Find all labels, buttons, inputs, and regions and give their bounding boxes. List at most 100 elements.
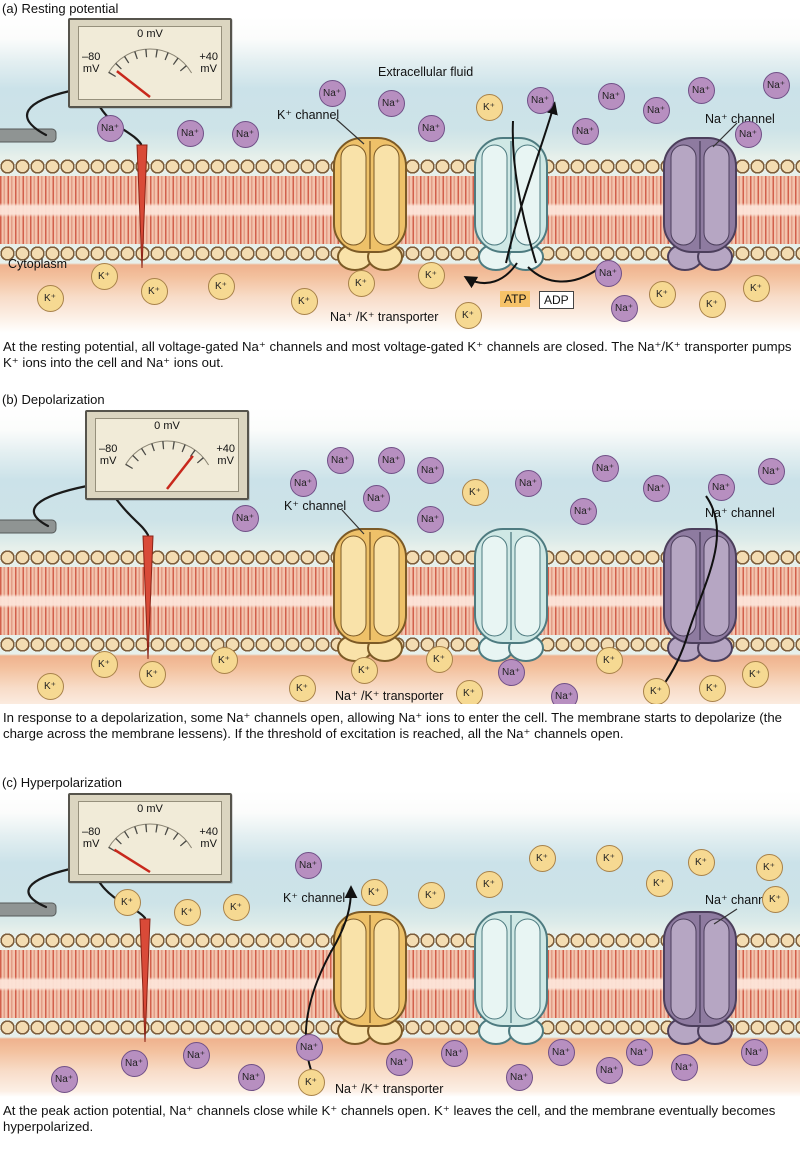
meter-max-value: +40: [199, 826, 218, 838]
panel-title-b: (b) Depolarization: [2, 392, 105, 407]
na-ion: Na⁺: [417, 114, 445, 142]
meter-needle: [166, 455, 194, 490]
na-ion: Na⁺: [547, 1038, 575, 1066]
na-ion: Na⁺: [231, 120, 259, 148]
na-ion: Na⁺: [416, 456, 444, 484]
na-ion: Na⁺: [642, 96, 670, 124]
na-ion: Na⁺: [595, 1056, 623, 1084]
k-ion: K⁺: [642, 677, 670, 704]
caption-a: At the resting potential, all voltage-ga…: [3, 339, 792, 371]
meter-needle: [113, 848, 151, 874]
k-ion: K⁺: [350, 656, 378, 684]
meter-unit: mV: [82, 63, 100, 75]
na-ion: Na⁺: [569, 497, 597, 525]
voltmeter-gauge: [107, 823, 193, 874]
meter-unit: mV: [217, 455, 234, 467]
panel-hyperpolarization: (c) Hyperpolarization: [0, 774, 800, 1151]
na-ion: Na⁺: [294, 851, 322, 879]
na-ion: Na⁺: [514, 469, 542, 497]
na-ion: Na⁺: [550, 682, 578, 704]
na-ion: Na⁺: [385, 1048, 413, 1076]
extracellular-fluid-label: Extracellular fluid: [378, 65, 474, 79]
na-ion: Na⁺: [96, 114, 124, 142]
k-ion: K⁺: [140, 277, 168, 305]
na-ion: Na⁺: [591, 454, 619, 482]
k-ion: K⁺: [698, 674, 726, 702]
k-ion: K⁺: [138, 660, 166, 688]
k-channel-label: K⁺ channel: [277, 108, 340, 122]
voltmeter-gauge: [124, 440, 210, 490]
k-ion: K⁺: [425, 645, 453, 673]
atp-label: ATP: [500, 291, 531, 307]
k-ion: K⁺: [755, 853, 783, 881]
transporter-shape: [474, 528, 548, 662]
k-ion: K⁺: [173, 898, 201, 926]
meter-min-value: –80: [82, 51, 101, 63]
k-ion: K⁺: [207, 272, 235, 300]
k-ion: K⁺: [761, 885, 789, 913]
k-ion: K⁺: [210, 646, 238, 674]
na-ion: Na⁺: [120, 1049, 148, 1077]
na-ion: Na⁺: [318, 79, 346, 107]
k-ion: K⁺: [222, 893, 250, 921]
k-ion: K⁺: [648, 280, 676, 308]
meter-min-value: –80: [99, 443, 118, 455]
na-ion: Na⁺: [295, 1033, 323, 1061]
ion-layer-b: Na⁺Na⁺Na⁺Na⁺Na⁺Na⁺Na⁺K⁺Na⁺Na⁺Na⁺Na⁺Na⁺Na…: [0, 408, 800, 704]
k-ion: K⁺: [360, 878, 388, 906]
k-ion: K⁺: [698, 290, 726, 318]
na-ion: Na⁺: [757, 457, 785, 485]
k-ion: K⁺: [417, 261, 445, 289]
meter-max-value: +40: [199, 51, 218, 63]
na-channel-label: Na⁺ channel: [705, 506, 775, 520]
caption-c: At the peak action potential, Na⁺ channe…: [3, 1103, 776, 1135]
meter-zero-label: 0 mV: [137, 803, 163, 815]
na-ion: Na⁺: [594, 259, 622, 287]
k-ion: K⁺: [297, 1068, 325, 1096]
na-ion: Na⁺: [326, 446, 354, 474]
meter-unit: mV: [82, 838, 100, 850]
k-ion: K⁺: [475, 93, 503, 121]
k-ion: K⁺: [36, 284, 64, 312]
na-ion: Na⁺: [497, 658, 525, 686]
panel-title-a: (a) Resting potential: [2, 1, 119, 16]
k-ion: K⁺: [455, 679, 483, 704]
k-channel-shape: [333, 528, 407, 662]
na-ion: Na⁺: [734, 120, 762, 148]
transporter-label: Na⁺ /K⁺ transporter: [330, 310, 439, 324]
meter-min-value: –80: [82, 826, 101, 838]
k-ion: K⁺: [454, 301, 482, 329]
meter-zero-label: 0 mV: [137, 28, 163, 40]
na-ion: Na⁺: [182, 1041, 210, 1069]
na-ion: Na⁺: [642, 474, 670, 502]
meter-unit: mV: [99, 455, 117, 467]
k-ion: K⁺: [347, 269, 375, 297]
na-channel-shape: [663, 137, 737, 271]
panel-resting-potential: (a) Resting potential: [0, 0, 800, 391]
k-ion: K⁺: [290, 287, 318, 315]
na-ion: Na⁺: [505, 1063, 533, 1091]
k-ion: K⁺: [528, 844, 556, 872]
k-ion: K⁺: [417, 881, 445, 909]
k-channel: [328, 135, 412, 273]
k-ion: K⁺: [595, 646, 623, 674]
k-channel: [328, 526, 412, 664]
k-ion: K⁺: [461, 478, 489, 506]
na-ion: Na⁺: [289, 469, 317, 497]
meter-zero-label: 0 mV: [154, 420, 180, 432]
na-ion: Na⁺: [687, 76, 715, 104]
na-ion: Na⁺: [237, 1063, 265, 1091]
na-ion: Na⁺: [597, 82, 625, 110]
na-ion: Na⁺: [362, 484, 390, 512]
